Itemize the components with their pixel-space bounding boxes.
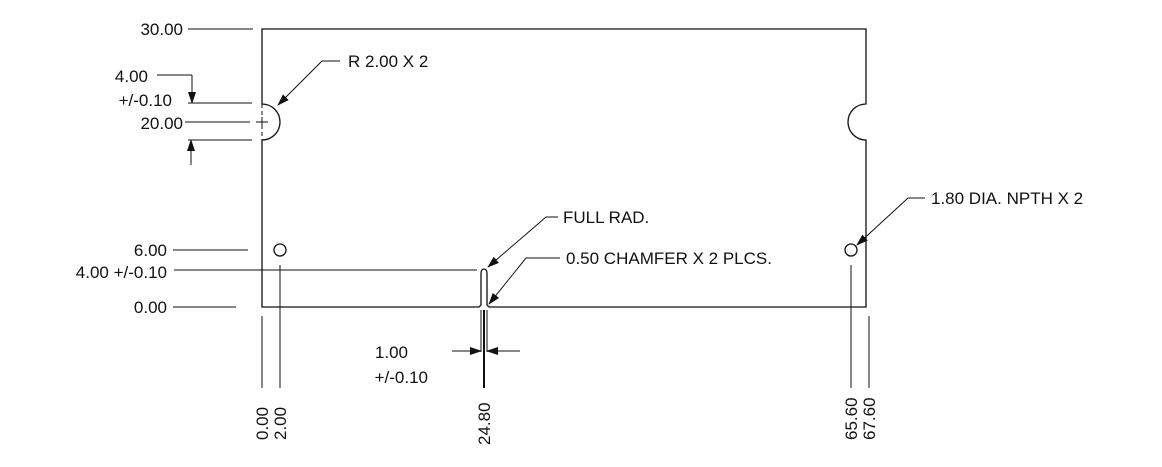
- leader-full-rad: [487, 216, 558, 268]
- dim-30: 30.00: [140, 20, 183, 39]
- leader-chamfer: [488, 257, 560, 305]
- dim-slot-depth: 4.00 +/-0.10: [76, 263, 167, 282]
- hole-left: [273, 243, 287, 257]
- dim-0: 0.00: [134, 298, 167, 317]
- dim-20: 20.00: [140, 114, 183, 133]
- dim-x0: 0.00: [253, 407, 272, 440]
- dim-notch-width: 4.00: [115, 67, 148, 86]
- callout-full-rad: FULL RAD.: [563, 208, 649, 227]
- dim-x2: 2.00: [271, 407, 290, 440]
- dim-slot-width-tol: +/-0.10: [375, 368, 428, 387]
- callout-chamfer: 0.50 CHAMFER X 2 PLCS.: [566, 249, 772, 268]
- dim-x24-8: 24.80: [475, 402, 494, 445]
- callout-holes: 1.80 DIA. NPTH X 2: [931, 189, 1083, 208]
- hole-right: [844, 243, 858, 257]
- leader-holes: [856, 197, 925, 246]
- dim-x65-6: 65.60: [842, 397, 861, 440]
- callout-radius: R 2.00 X 2: [348, 52, 428, 71]
- notch-center-mark: [256, 117, 268, 127]
- dim-notch-tol: +/-0.10: [119, 91, 172, 110]
- dim-slot-width: 1.00: [375, 343, 408, 362]
- board-outline: [261, 28, 867, 308]
- dim-6: 6.00: [134, 241, 167, 260]
- dim-x67-6: 67.60: [860, 397, 879, 440]
- leader-radius: [277, 60, 340, 106]
